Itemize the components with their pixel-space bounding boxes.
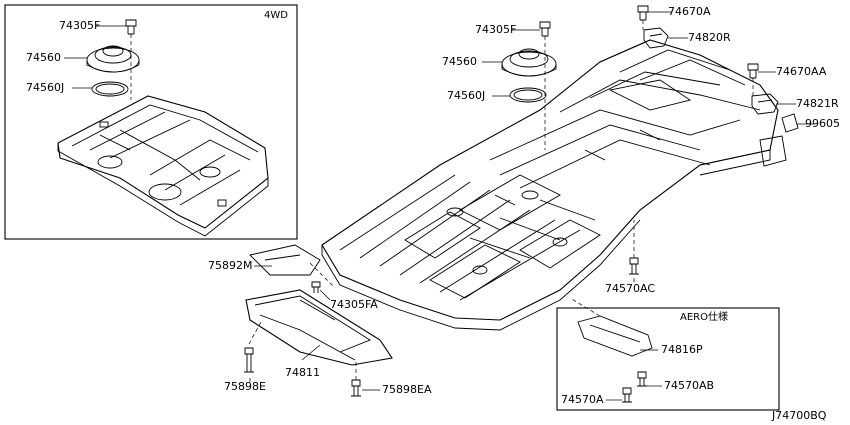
frame-aero [556, 307, 780, 411]
part-label-74560-4wd[interactable]: 74560 [26, 51, 61, 64]
part-label-74560J-4wd[interactable]: 74560J [26, 81, 65, 94]
part-label-74560J-main[interactable]: 74560J [447, 89, 486, 102]
part-label-74670A[interactable]: 74670A [668, 5, 711, 18]
part-label-74816P[interactable]: 74816P [661, 343, 703, 356]
part-label-74305F-4wd[interactable]: 74305F [59, 19, 101, 32]
frame-label-4wd: 4WD [264, 10, 288, 21]
part-label-74570AC[interactable]: 74570AC [605, 282, 656, 295]
grommet-74560-4wd [86, 45, 140, 73]
part-label-74560-main[interactable]: 74560 [442, 55, 477, 68]
diagram-id: J74700BQ [772, 409, 827, 422]
part-label-74305F-main[interactable]: 74305F [475, 23, 517, 36]
part-label-99605[interactable]: 99605 [805, 117, 840, 130]
part-99605 [759, 113, 799, 167]
bolt-75898E [244, 347, 254, 373]
part-label-74570AB[interactable]: 74570AB [664, 379, 715, 392]
frame-4wd [4, 4, 298, 240]
clip-74305FA [311, 281, 321, 293]
part-label-74821R[interactable]: 74821R [796, 97, 839, 110]
bolt-74570AC [629, 257, 639, 275]
bracket-74820R [643, 27, 669, 49]
bracket-74821R [751, 93, 779, 115]
bracket-75892M [249, 244, 321, 276]
bolt-74570AB [637, 371, 647, 387]
part-label-75898EA[interactable]: 75898EA [382, 383, 432, 396]
bolt-74570A [622, 387, 632, 403]
ring-74560J-4wd [91, 81, 129, 97]
floor-panel-main [321, 39, 779, 331]
clip-74305F-main [539, 21, 551, 37]
part-label-74305FA[interactable]: 74305FA [330, 298, 378, 311]
clip-74670AA [747, 63, 759, 79]
part-label-75898E[interactable]: 75898E [224, 380, 266, 393]
part-label-74820R[interactable]: 74820R [688, 31, 731, 44]
part-label-75892M[interactable]: 75892M [208, 259, 253, 272]
part-label-74811[interactable]: 74811 [285, 366, 320, 379]
grommet-74560-main [501, 48, 557, 77]
frame-label-aero: AERO仕様 [680, 312, 728, 323]
part-label-74670AA[interactable]: 74670AA [776, 65, 827, 78]
clip-74305F-4wd [125, 19, 137, 35]
ring-74560J-main [509, 87, 547, 103]
floor-panel-4wd [57, 95, 269, 237]
bolt-75898EA [351, 379, 361, 397]
cover-74811 [245, 289, 393, 366]
clip-74670A [637, 5, 649, 21]
part-label-74570A[interactable]: 74570A [561, 393, 604, 406]
